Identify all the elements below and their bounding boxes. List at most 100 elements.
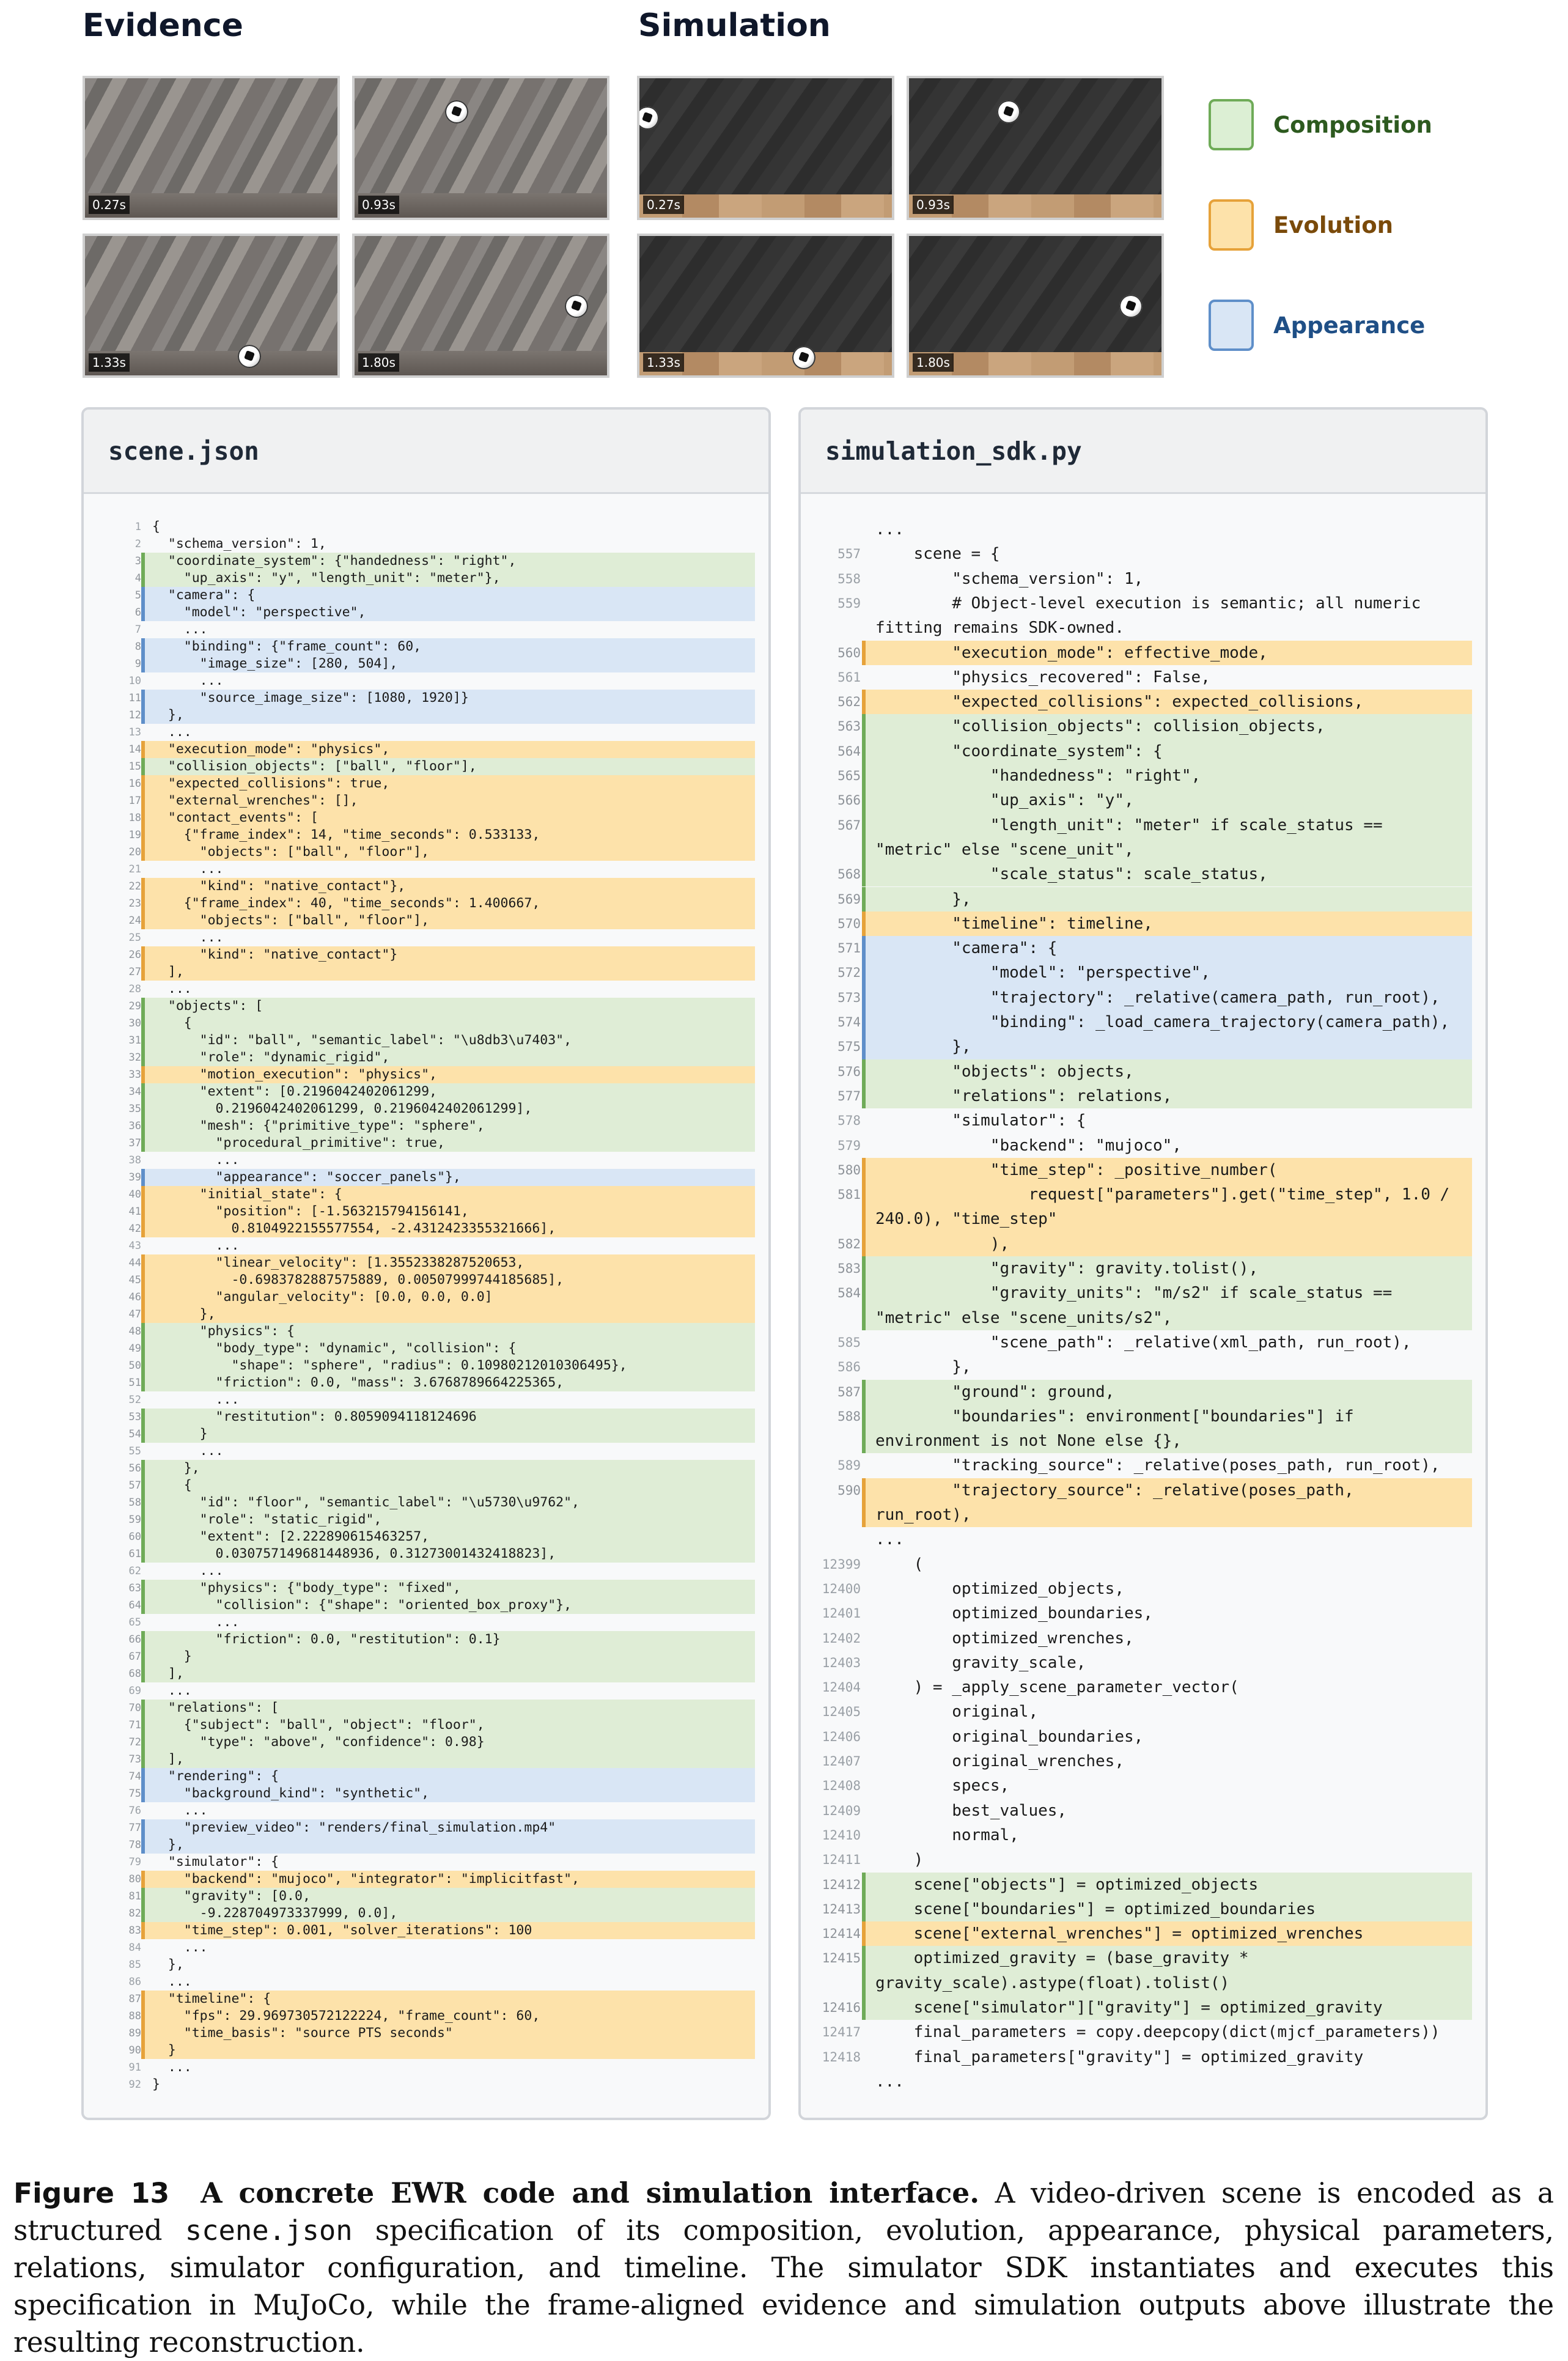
code-text: "kind": "native_contact"}, [152,878,406,894]
line-number: 45 [128,1274,141,1286]
line-number: 12409 [822,1803,861,1818]
code-text: }, [152,1957,184,1972]
code-line: 590 "trajectory_source": _relative(poses… [801,1478,1472,1503]
line-number: 567 [837,817,861,833]
line-number: 5 [134,589,141,602]
line-number: 574 [837,1015,861,1029]
highlight-bar [141,1751,145,1768]
code-text: fitting remains SDK-owned. [875,619,1124,638]
code-text: ), [875,1234,1010,1253]
line-number: 39 [128,1171,141,1184]
line-number: 576 [837,1064,861,1079]
soccer-ball [792,346,815,369]
code-text: { [152,1015,192,1031]
frame-timestamp: 0.93s [358,196,399,214]
code-line: 567 "length_unit": "meter" if scale_stat… [801,812,1472,838]
code-line: 12400 optimized_objects, [801,1577,1472,1601]
line-number: 7 [134,624,141,636]
code-line: 572 "model": "perspective", [801,960,1472,985]
highlight-evolution [144,1186,755,1203]
code-line: 35 0.2196042402061299, 0.219604240206129… [84,1100,755,1118]
highlight-evolution [144,963,755,981]
highlight-bar [141,1511,145,1528]
line-number: 92 [128,2079,141,2091]
highlight-bar [141,1477,145,1494]
highlight-evolution [864,690,1472,715]
line-number: 66 [128,1634,141,1646]
code-line: gravity_scale).astype(float).tolist() [801,1970,1472,1995]
code-text: "timeline": timeline, [875,914,1153,933]
highlight-composition [864,1083,1472,1109]
line-number: 587 [837,1384,861,1399]
panel-title: simulation_sdk.py [801,410,1485,494]
line-number: 67 [128,1651,141,1663]
code-text: "binding": _load_camera_trajectory(camer… [875,1013,1450,1031]
code-text: "length_unit": "meter" if scale_status =… [875,816,1383,834]
code-text: "expected_collisions": expected_collisio… [875,693,1364,712]
line-number: 572 [837,965,861,981]
code-line: 62 ... [84,1563,755,1580]
frame-timestamp: 0.93s [913,196,954,214]
code-line: 92} [84,2076,755,2093]
highlight-appearance [144,707,755,724]
line-number: 559 [837,595,861,611]
code-text: optimized_gravity = (base_gravity * [875,1949,1249,1968]
code-line: 43 ... [84,1237,755,1254]
code-text: optimized_wrenches, [875,1629,1134,1648]
line-number: 12407 [822,1754,861,1769]
highlight-bar [862,837,866,863]
code-line: 9 "image_size": [280, 504], [84,655,755,672]
highlight-composition [144,1409,755,1426]
code-text: gravity_scale, [875,1653,1086,1672]
caption-body: A video-driven scene is encoded as a str… [13,2177,1554,2247]
highlight-bar [141,570,145,587]
panel-title: scene.json [84,410,768,494]
code-text: ... [152,1683,192,1698]
line-number: 31 [128,1034,141,1047]
line-number: 74 [128,1770,141,1783]
line-number: 12408 [822,1778,861,1794]
line-number: 81 [128,1890,141,1902]
code-text: "mesh": {"primitive_type": "sphere", [152,1118,485,1133]
line-number: 568 [837,867,861,882]
code-text: original_wrenches, [875,1752,1124,1770]
code-line: 69 ... [84,1682,755,1700]
code-line: 80 "backend": "mujoco", "integrator": "i… [84,1871,755,1888]
highlight-bar [141,1426,145,1443]
code-line: 65 ... [84,1614,755,1631]
line-number: 1 [134,521,141,533]
code-text: "contact_events": [ [152,810,318,825]
code-line: 579 "backend": "mujoco", [801,1133,1472,1158]
code-line: 70 "relations": [ [84,1700,755,1717]
line-number: 62 [128,1565,141,1577]
code-text: original_boundaries, [875,1727,1144,1746]
code-text: 240.0), "time_step" [875,1210,1058,1229]
line-number: 32 [128,1052,141,1064]
legend-swatch [1209,300,1254,351]
code-line: 5 "camera": { [84,587,755,604]
code-text: }, [875,890,971,908]
evidence-frame: 0.27s [83,76,340,220]
evidence-frame: 0.93s [352,76,609,220]
line-number: 565 [837,768,861,783]
code-text: "type": "above", "confidence": 0.98} [152,1734,485,1750]
highlight-composition [144,1700,755,1717]
highlight-evolution [864,1921,1472,1947]
code-text: original, [875,1703,1039,1722]
legend-label: Composition [1273,111,1432,138]
code-line: 240.0), "time_step" [801,1207,1472,1232]
highlight-composition [864,788,1472,813]
code-line: 7 ... [84,621,755,638]
highlight-bar [862,1478,866,1503]
code-text: ... [152,1940,208,1955]
code-text: "shape": "sphere", "radius": 0.109802120… [152,1358,627,1373]
line-number: 82 [128,1907,141,1920]
code-line: 588 "boundaries": environment["boundarie… [801,1404,1472,1429]
code-line: 22 "kind": "native_contact"}, [84,878,755,895]
line-number: 12412 [822,1877,861,1892]
highlight-composition [144,1100,755,1118]
highlight-evolution [144,912,755,929]
code-text: optimized_boundaries, [875,1604,1153,1623]
highlight-bar [862,1059,866,1084]
highlight-evolution [864,1503,1472,1528]
